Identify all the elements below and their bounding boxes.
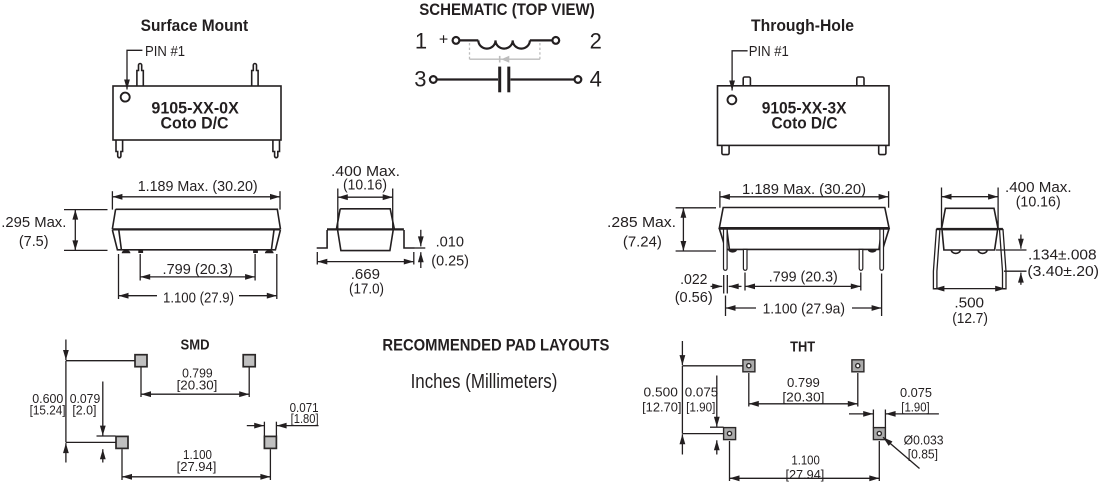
svg-text:.010: .010 [436,234,464,251]
svg-text:[15.24]: [15.24] [30,403,66,418]
svg-text:0.075: 0.075 [685,385,719,400]
svg-text:[1.90]: [1.90] [901,400,929,415]
svg-text:0.079: 0.079 [70,391,101,406]
svg-text:4: 4 [590,67,602,92]
svg-text:.669: .669 [351,266,380,283]
svg-text:3: 3 [414,67,426,92]
svg-text:+: + [439,32,448,49]
svg-text:(3.40±.20): (3.40±.20) [1027,263,1099,280]
svg-text:.295 Max.: .295 Max. [1,214,66,231]
svg-text:[20.30]: [20.30] [177,377,218,392]
svg-text:9105-XX-0X: 9105-XX-0X [151,99,238,117]
svg-text:(10.16): (10.16) [1016,194,1061,211]
svg-text:(0.25): (0.25) [431,253,469,270]
svg-text:(10.16): (10.16) [343,177,387,194]
svg-text:Coto D/C: Coto D/C [161,115,229,133]
svg-text:0.600: 0.600 [32,391,63,406]
svg-text:(7.5): (7.5) [19,233,49,250]
svg-text:2: 2 [590,29,602,54]
svg-text:(17.0): (17.0) [349,281,384,298]
svg-text:1.100 (27.9): 1.100 (27.9) [163,289,234,306]
svg-text:0.071: 0.071 [290,400,319,415]
svg-text:[2.0]: [2.0] [72,403,96,418]
svg-text:0.075: 0.075 [900,385,932,400]
svg-text:[1.90]: [1.90] [686,400,715,415]
svg-text:[20.30]: [20.30] [782,390,824,405]
svg-text:PIN #1: PIN #1 [749,43,789,60]
svg-text:[27.94]: [27.94] [177,459,217,474]
svg-text:Surface Mount: Surface Mount [141,16,249,35]
svg-text:1: 1 [415,29,427,54]
svg-text:Ø0.033: Ø0.033 [904,433,944,448]
svg-text:9105-XX-3X: 9105-XX-3X [762,99,847,117]
svg-text:.400 Max.: .400 Max. [331,163,400,180]
svg-text:1.100 (27.9a): 1.100 (27.9a) [763,301,845,318]
svg-text:0.500: 0.500 [644,385,678,400]
svg-text:SMD: SMD [181,337,210,354]
svg-text:0.799: 0.799 [787,375,820,390]
svg-text:Through-Hole: Through-Hole [751,16,854,35]
svg-text:[1.80]: [1.80] [291,411,319,426]
svg-text:.799 (20.3): .799 (20.3) [769,268,838,285]
svg-text:THT: THT [790,339,815,356]
svg-text:0.799: 0.799 [182,366,213,381]
svg-text:(7.24): (7.24) [623,234,662,251]
svg-text:.134±.008: .134±.008 [1028,247,1097,264]
svg-text:.799 (20.3): .799 (20.3) [163,261,233,278]
svg-text:.500: .500 [954,294,984,311]
svg-text:[12.70]: [12.70] [642,400,681,415]
svg-text:[0.85]: [0.85] [908,447,938,462]
svg-text:PIN #1: PIN #1 [145,43,185,60]
svg-text:[27.94]: [27.94] [785,467,824,482]
svg-text:1.100: 1.100 [183,447,212,462]
svg-text:Inches (Millimeters): Inches (Millimeters) [411,371,558,393]
svg-text:RECOMMENDED PAD LAYOUTS: RECOMMENDED PAD LAYOUTS [382,335,609,354]
svg-text:SCHEMATIC (TOP VIEW): SCHEMATIC (TOP VIEW) [419,0,595,19]
svg-text:(0.56): (0.56) [675,289,713,306]
svg-text:(12.7): (12.7) [952,310,988,327]
svg-text:1.189 Max. (30.20): 1.189 Max. (30.20) [742,181,866,198]
svg-text:.285 Max.: .285 Max. [607,214,676,231]
svg-text:1.189 Max. (30.20): 1.189 Max. (30.20) [138,178,258,195]
svg-text:1.100: 1.100 [791,452,819,467]
svg-text:.400 Max.: .400 Max. [1005,179,1072,196]
svg-text:Coto D/C: Coto D/C [772,115,838,133]
svg-text:.022: .022 [680,271,707,288]
